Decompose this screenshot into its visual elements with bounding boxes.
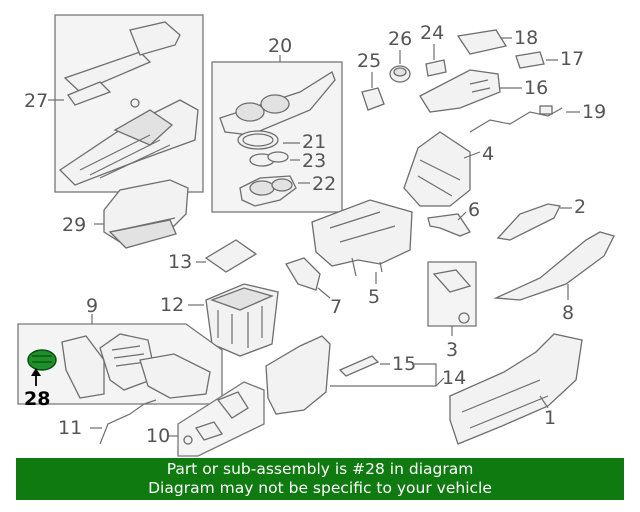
part-27-screw xyxy=(130,98,140,108)
banner: Part or sub-assembly is #28 in diagram D… xyxy=(16,458,624,500)
part-15-strip xyxy=(338,355,380,377)
part-6-bracket xyxy=(427,213,471,237)
part-28-highlight xyxy=(27,349,57,371)
callout-22: 22 xyxy=(312,173,336,195)
part-27-top-cap xyxy=(129,21,181,56)
callout-29: 29 xyxy=(62,214,86,236)
callout-27: 27 xyxy=(24,90,48,112)
callout-2: 2 xyxy=(574,196,586,218)
mid-right-parts: 4 6 2 xyxy=(403,131,586,241)
part-10-bracket xyxy=(216,391,249,419)
banner-line-1: Part or sub-assembly is #28 in diagram xyxy=(166,460,474,478)
part-7-bracket xyxy=(285,257,321,291)
part-20-group: 20 21 23 22 xyxy=(211,35,343,213)
part-13-pad xyxy=(204,239,258,273)
callout-16: 16 xyxy=(524,77,548,99)
callout-20: 20 xyxy=(268,35,292,57)
part-3-group: 3 xyxy=(427,261,477,361)
callout-13: 13 xyxy=(168,251,192,273)
callout-4: 4 xyxy=(482,143,494,165)
part-3-bracket xyxy=(432,269,472,293)
callout-10: 10 xyxy=(146,425,170,447)
part-28-vent-knob xyxy=(27,349,57,371)
callout-12: 12 xyxy=(160,294,184,316)
callout-1: 1 xyxy=(544,407,556,429)
callout-14: 14 xyxy=(442,367,466,389)
part-8-trim xyxy=(493,231,615,301)
part-27-group: 27 xyxy=(24,14,204,193)
part-24-usb xyxy=(425,59,447,77)
part-11-wire xyxy=(99,399,157,445)
center-parts: 5 7 13 12 xyxy=(160,199,413,357)
part-1-panel xyxy=(449,333,583,445)
part-10-clip xyxy=(194,421,224,441)
callout-23: 23 xyxy=(302,150,326,172)
part-23-ring-right xyxy=(267,151,289,163)
callout-21: 21 xyxy=(302,131,326,153)
part-27-shifter-boot xyxy=(113,109,174,146)
part-20-cup-left xyxy=(235,102,265,122)
part-16-panel xyxy=(419,69,501,113)
callout-11: 11 xyxy=(58,417,82,439)
callout-8: 8 xyxy=(562,302,574,324)
callout-5: 5 xyxy=(368,286,380,308)
part-25-switch xyxy=(361,87,385,111)
part-2-cover xyxy=(496,203,561,241)
part-10-screw xyxy=(183,435,193,445)
lower-center-parts: 15 14 xyxy=(265,335,466,415)
callout-17: 17 xyxy=(560,48,584,70)
part-3-screw xyxy=(458,312,470,324)
upper-right-parts: 25 26 24 18 17 16 19 xyxy=(357,22,606,133)
callout-7: 7 xyxy=(330,296,342,318)
part-17-module xyxy=(515,51,545,69)
part-8-group: 8 xyxy=(493,231,615,324)
callout-24: 24 xyxy=(420,22,444,44)
callout-3: 3 xyxy=(446,339,458,361)
part-9-rear-panel xyxy=(139,353,211,399)
part-27-clip xyxy=(66,81,112,106)
part-18-pad xyxy=(456,29,508,55)
callout-15: 15 xyxy=(392,353,416,375)
callout-26: 26 xyxy=(388,28,412,50)
callout-28: 28 xyxy=(24,388,50,410)
part-20-cup-right xyxy=(260,94,290,114)
callout-9: 9 xyxy=(86,295,98,317)
part-9-group: 9 28 xyxy=(17,295,223,410)
banner-line-2: Diagram may not be specific to your vehi… xyxy=(148,479,492,497)
part-9-side-panel xyxy=(61,335,105,399)
callout-6: 6 xyxy=(468,199,480,221)
callout-19: 19 xyxy=(582,101,606,123)
part-27-trim-strip xyxy=(63,51,152,93)
part-1-group: 1 xyxy=(449,333,583,445)
part-14-side-cover xyxy=(265,335,331,415)
lower-left-parts: 11 10 xyxy=(58,381,265,457)
part-29-group: 29 xyxy=(62,179,189,249)
callout-18: 18 xyxy=(514,27,538,49)
callout-25: 25 xyxy=(357,50,381,72)
part-19-harness xyxy=(469,107,563,133)
